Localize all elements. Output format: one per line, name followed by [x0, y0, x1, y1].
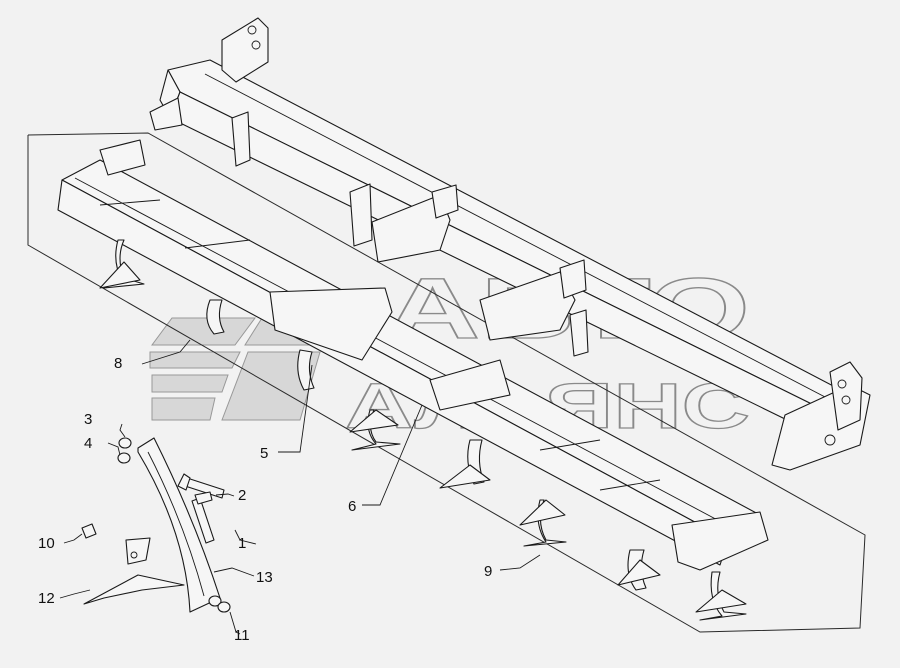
callout-4: 4 — [84, 435, 92, 452]
callout-10: 10 — [38, 535, 55, 552]
washer-4 — [117, 452, 131, 464]
share-12 — [83, 537, 185, 605]
callout-2: 2 — [238, 487, 246, 504]
main-beam — [149, 17, 871, 471]
callout-labels: 1 2 3 4 5 6 8 9 10 11 12 13 — [38, 355, 492, 644]
callout-6: 6 — [348, 498, 356, 515]
callout-leaders — [59, 339, 541, 635]
callout-8: 8 — [114, 355, 122, 372]
nut-3 — [118, 437, 132, 449]
tine-frame — [57, 139, 769, 571]
callout-12: 12 — [38, 590, 55, 607]
callout-9: 9 — [484, 563, 492, 580]
callout-13: 13 — [256, 569, 273, 586]
bolt-1 — [191, 491, 215, 544]
tine-row — [99, 239, 747, 621]
callout-5: 5 — [260, 445, 268, 462]
exploded-tine — [81, 437, 231, 613]
assembly-outline — [27, 132, 866, 633]
nut-11 — [208, 595, 231, 613]
callout-1: 1 — [238, 535, 246, 552]
callout-3: 3 — [84, 411, 92, 428]
bolt-2 — [177, 473, 225, 499]
callout-11: 11 — [234, 627, 250, 644]
bolt-10 — [81, 523, 97, 539]
